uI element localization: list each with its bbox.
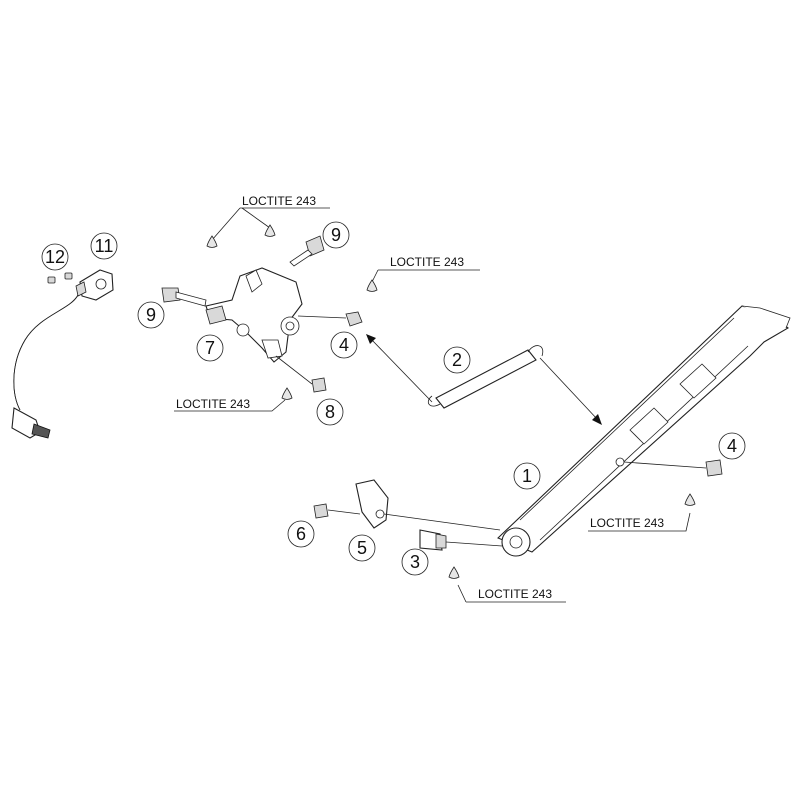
callout-number: 11: [95, 236, 114, 256]
spring: [427, 345, 544, 409]
callout-number: 3: [410, 552, 420, 572]
stand-bracket-assembly: [161, 235, 327, 393]
loctite-label-right: LOCTITE 243: [588, 512, 691, 532]
loctite-label-top: LOCTITE 243: [211, 194, 330, 241]
callout-number: 8: [325, 402, 335, 422]
callout-number: 6: [296, 524, 306, 544]
pivot-bolt: [419, 529, 503, 551]
callout-6: 6: [287, 520, 315, 548]
switch-plate: [355, 479, 501, 531]
callout-5: 5: [348, 534, 376, 562]
callout-number: 1: [522, 466, 532, 486]
callout-number: 2: [452, 350, 462, 370]
callout-8: 8: [316, 398, 344, 426]
callout-2: 2: [443, 346, 471, 374]
callout-7: 7: [196, 334, 224, 362]
nut-upper: [297, 311, 363, 327]
loctite-label-text: LOCTITE 243: [478, 587, 552, 601]
loctite-label-middle-left: LOCTITE 243: [174, 397, 286, 412]
loctite-label-text: LOCTITE 243: [590, 516, 664, 530]
callout-9-left: 9: [137, 301, 165, 329]
callout-11: 11: [90, 232, 118, 260]
callout-number: 9: [331, 225, 341, 245]
callout-4-right: 4: [718, 432, 746, 460]
loctite-label-upper-right: LOCTITE 243: [371, 255, 480, 283]
callout-number: 7: [205, 338, 215, 358]
washer: [313, 503, 361, 519]
loctite-label-text: LOCTITE 243: [390, 255, 464, 269]
callout-12: 12: [41, 243, 69, 271]
loctite-label-text: LOCTITE 243: [242, 194, 316, 208]
side-stand-leg: [497, 305, 791, 557]
callout-4-upper: 4: [330, 331, 358, 359]
callout-number: 4: [727, 436, 737, 456]
callout-3: 3: [401, 548, 429, 576]
side-stand-switch-assembly: [11, 269, 114, 439]
assembly-arrows: [366, 334, 602, 425]
loctite-label-bottom: LOCTITE 243: [457, 584, 566, 603]
nut-right: [705, 459, 723, 477]
loctite-label-text: LOCTITE 243: [176, 397, 250, 411]
callout-number: 4: [339, 335, 349, 355]
loctite-drops: [206, 224, 696, 579]
callout-number: 5: [357, 538, 367, 558]
callout-number: 12: [45, 247, 65, 267]
callout-9-upper: 9: [322, 221, 350, 249]
callout-1: 1: [513, 462, 541, 490]
callout-number: 9: [146, 305, 156, 325]
